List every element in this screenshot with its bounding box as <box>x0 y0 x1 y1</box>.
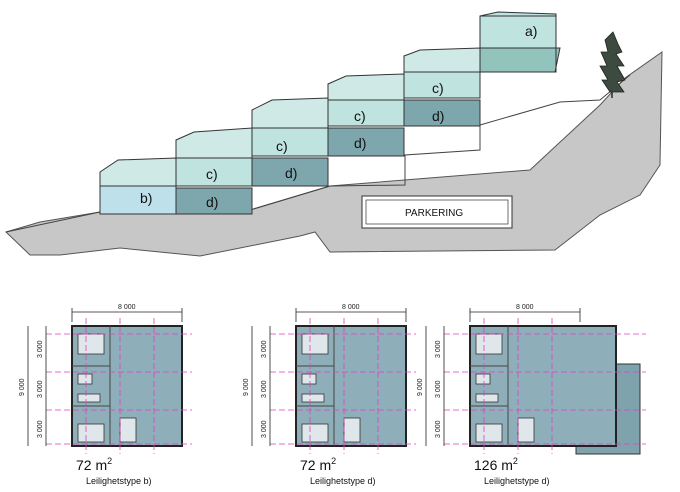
unit-label-d-row2: d) <box>285 165 297 181</box>
unit-c-row3: c) d) <box>327 73 405 157</box>
module-dimension: 3 000 <box>435 420 442 438</box>
unit-label-c-row3: c) <box>354 108 366 124</box>
area-label: 126 m2 <box>474 456 518 473</box>
floor-plan-b: 8 000 9 000 3 000 3 000 3 000 72 m2 Leilighets… <box>19 304 192 486</box>
tree-icon <box>599 31 626 98</box>
height-dimension: 9 000 <box>243 378 250 396</box>
unit-label-b: b) <box>140 190 152 206</box>
furniture <box>77 423 105 443</box>
unit-a: a) <box>479 11 561 73</box>
module-dimension: 3 000 <box>261 420 268 438</box>
furniture <box>119 417 137 443</box>
floor-plan-d-large: 8 000 9 000 3 000 3 000 3 000 126 m2 Leilighet… <box>417 304 646 486</box>
height-dimension: 9 000 <box>19 378 26 396</box>
furniture <box>77 333 105 355</box>
unit-label-c-row2: c) <box>276 138 288 154</box>
area-label: 72 m2 <box>76 456 112 473</box>
module-dimension: 3 000 <box>435 340 442 358</box>
plan-caption: Leilighetstype d) <box>484 476 550 486</box>
width-dimension: 8 000 <box>118 304 136 311</box>
furniture <box>475 423 503 443</box>
area-superscript: 2 <box>513 456 518 466</box>
module-dimension: 3 000 <box>261 380 268 398</box>
plan-caption: Leilighetstype b) <box>86 476 152 486</box>
furniture <box>517 417 535 443</box>
furniture <box>301 333 329 355</box>
unit-label-d-row1: d) <box>206 194 218 210</box>
furniture <box>475 333 503 355</box>
furniture <box>475 373 491 385</box>
unit-c-top: c) d) <box>403 47 481 127</box>
unit-c-row2: c) d) <box>251 97 329 187</box>
parking-label: PARKERING <box>405 208 463 219</box>
unit-c-row1: c) d) <box>175 127 253 215</box>
area-superscript: 2 <box>107 456 112 466</box>
area-label: 72 m2 <box>300 456 336 473</box>
width-dimension: 8 000 <box>342 304 360 311</box>
furniture <box>301 393 325 403</box>
furniture <box>475 393 499 403</box>
plan-caption: Leilighetstype d) <box>310 476 376 486</box>
module-dimension: 3 000 <box>37 420 44 438</box>
floor-plan-d: 8 000 9 000 3 000 3 000 3 000 72 m2 Leilighets… <box>243 304 416 486</box>
unit-label-c-row1: c) <box>206 166 218 182</box>
floor-plans: 8 000 9 000 3 000 3 000 3 000 72 m2 Leilighets… <box>19 304 646 486</box>
area-superscript: 2 <box>331 456 336 466</box>
furniture <box>301 373 317 385</box>
width-dimension: 8 000 <box>516 304 534 311</box>
unit-label-a: a) <box>525 23 537 39</box>
site-section: a) c) d) c) d) c) d) <box>5 11 663 257</box>
parking-box: PARKERING <box>361 195 513 229</box>
unit-label-d-top: d) <box>432 108 444 124</box>
unit-label-c-top: c) <box>432 80 444 96</box>
module-dimension: 3 000 <box>261 340 268 358</box>
unit-label-d-row3: d) <box>354 135 366 151</box>
furniture <box>77 373 93 385</box>
furniture <box>343 417 361 443</box>
height-dimension: 9 000 <box>417 378 424 396</box>
module-dimension: 3 000 <box>37 380 44 398</box>
module-dimension: 3 000 <box>37 340 44 358</box>
module-dimension: 3 000 <box>435 380 442 398</box>
furniture <box>301 423 329 443</box>
unit-b: b) <box>99 157 177 215</box>
furniture <box>77 393 101 403</box>
